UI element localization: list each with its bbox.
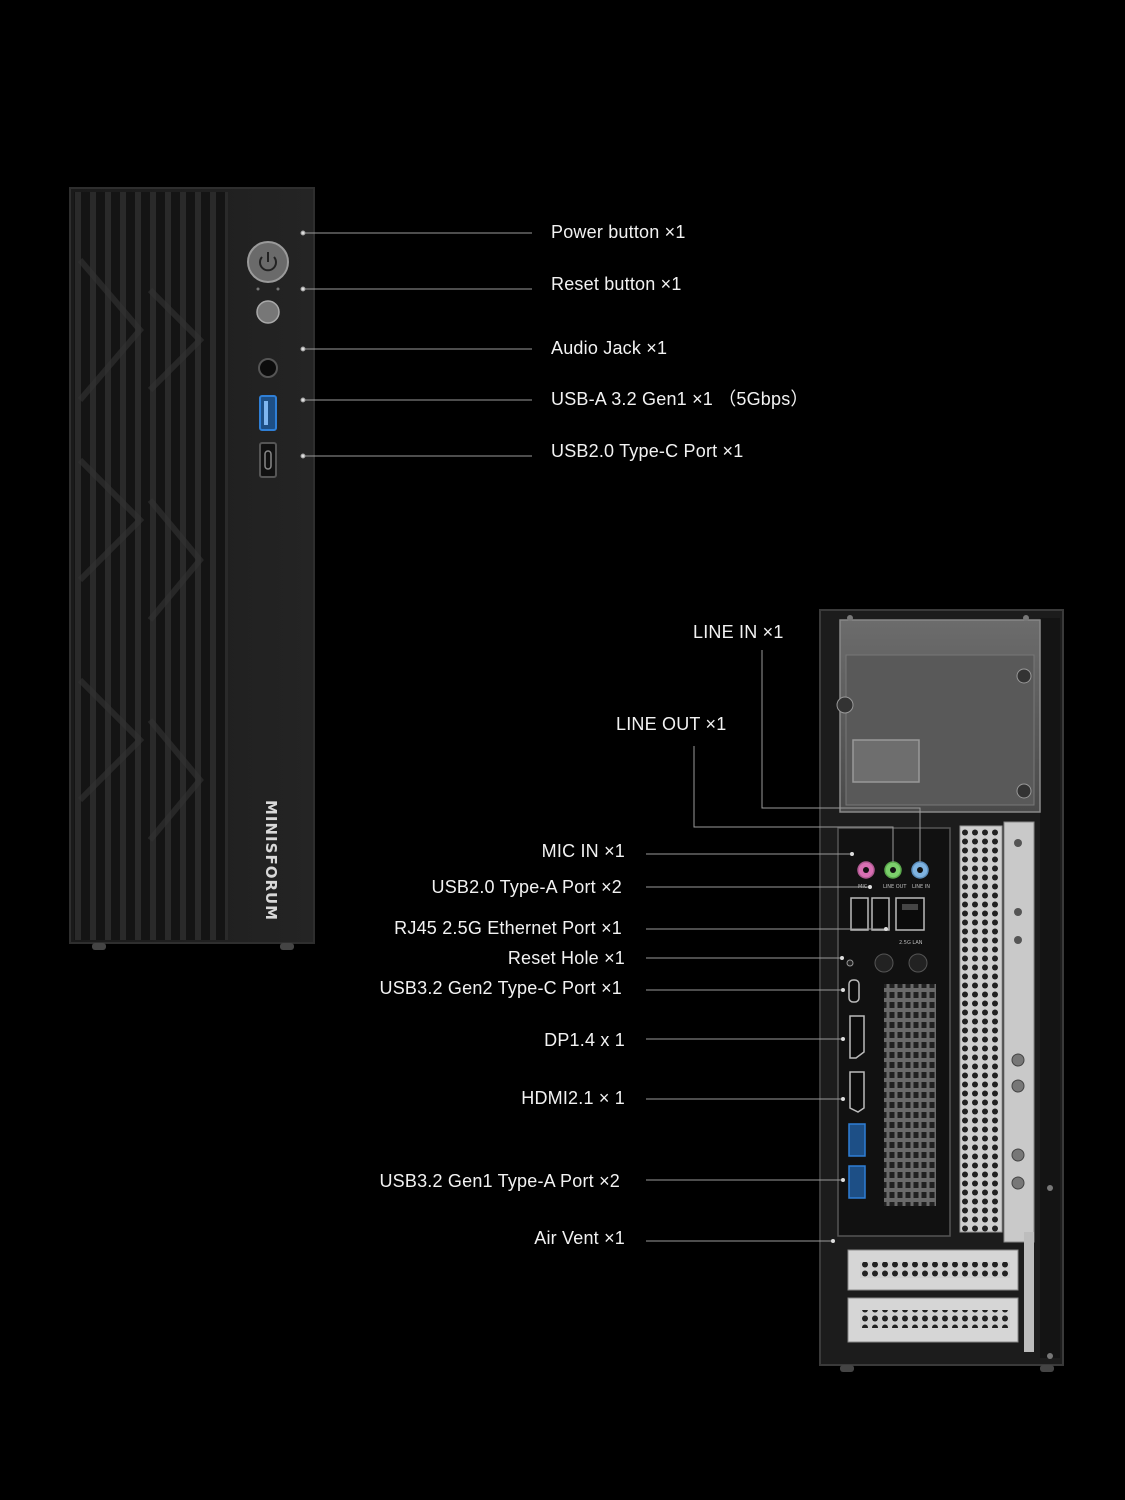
rear-pc: [819, 609, 1064, 1372]
rear-leader-lines: [646, 650, 921, 1242]
label-dp: DP1.4 x 1: [544, 1030, 625, 1050]
front-pc: [69, 187, 315, 950]
hdmi-port-icon: [849, 1071, 865, 1113]
usb3-c-port-icon: [848, 979, 860, 1003]
label-rj45: RJ45 2.5G Ethernet Port ×1: [394, 918, 622, 938]
label-usb3-a: USB3.2 Gen1 Type-A Port ×2: [379, 1171, 620, 1191]
usb-c-port-icon: [259, 442, 277, 478]
front-leader-lines: [300, 230, 532, 459]
usb3-a-port-icon: [848, 1123, 866, 1157]
line-in-mark: LINE IN: [912, 884, 930, 890]
usb2-a-port-icon: [871, 897, 890, 931]
label-reset-hole: Reset Hole ×1: [507, 948, 625, 968]
rear-leader-dots: [831, 852, 888, 1243]
reset-button-icon: [256, 300, 280, 324]
label-hdmi: HDMI2.1 × 1: [521, 1088, 625, 1108]
label-mic-in: MIC IN ×1: [541, 841, 625, 861]
label-usb2-a: USB2.0 Type-A Port ×2: [431, 877, 622, 897]
lan-mark: 2.5G LAN: [899, 940, 923, 946]
label-line-in: LINE IN ×1: [693, 622, 784, 642]
brand-logo: MINISFORUM: [262, 800, 280, 922]
usb3-a-port-icon: [848, 1165, 866, 1199]
dp-port-icon: [849, 1015, 865, 1059]
line-out-mark: LINE OUT: [883, 884, 907, 890]
rj45-port-icon: [895, 897, 925, 931]
label-audio-jack: Audio Jack ×1: [551, 338, 668, 358]
front-grille: [74, 192, 228, 940]
label-air-vent: Air Vent ×1: [534, 1228, 625, 1248]
label-line-out: LINE OUT ×1: [616, 714, 727, 734]
label-usb-a-front: USB-A 3.2 Gen1 ×1 （5Gbps）: [551, 389, 809, 409]
audio-jack-icon: [258, 358, 278, 378]
air-vent: [884, 984, 936, 1206]
usb2-a-port-icon: [850, 897, 869, 931]
label-usb3-c: USB3.2 Gen2 Type-C Port ×1: [379, 978, 622, 998]
label-usb-c-front: USB2.0 Type-C Port ×1: [551, 441, 744, 461]
mic-mark: MIC: [858, 884, 868, 890]
label-reset-button: Reset button ×1: [551, 274, 682, 294]
label-power-button: Power button ×1: [551, 222, 686, 242]
